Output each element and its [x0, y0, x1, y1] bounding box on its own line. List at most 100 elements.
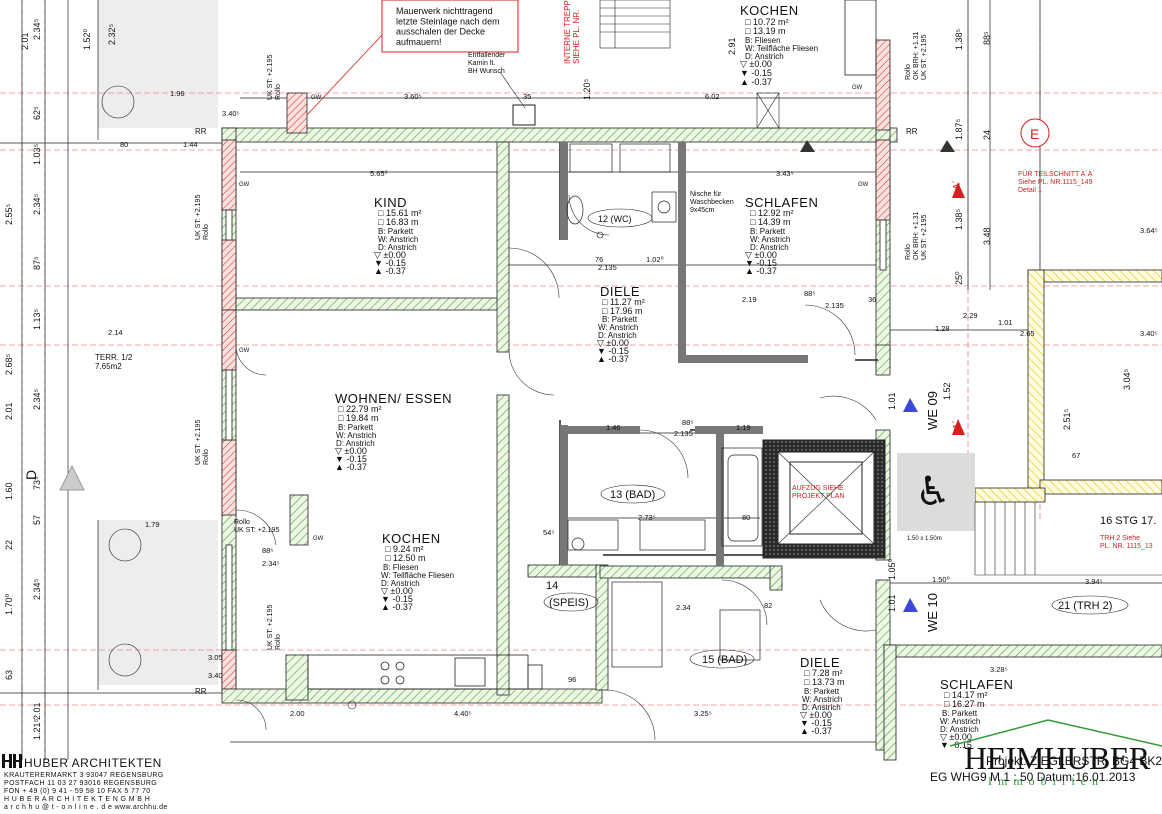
room-name: SCHLAFEN — [745, 195, 818, 210]
dimension-label: 3.48 — [982, 227, 992, 245]
dimension-label: 3.40 — [208, 671, 223, 680]
room-level: ▲ -0.37 — [745, 266, 777, 276]
room-diele-bottom: DIELE □ 7.28 m² □ 13.73 m B: Parkett W: … — [800, 655, 844, 736]
architect-company: H U B E R A R C H I T E K T E N G M B H — [4, 796, 151, 803]
dimension-label: 2.73⁵ — [638, 513, 656, 522]
dimension-label: 2.51⁵ — [1062, 408, 1072, 430]
room-level: ▲ -0.37 — [597, 354, 629, 364]
grid-label-d: D — [23, 470, 39, 480]
stair-label: 16 STG 17. — [1100, 515, 1156, 527]
dimension-label: 5.65⁰ — [370, 169, 388, 178]
room-area: □ 14.17 m² — [944, 690, 987, 700]
room-perimeter: □ 13.19 m — [745, 26, 785, 36]
rollo-label: UK ST: +2.195Rollo — [267, 605, 282, 650]
room-level: ▲ -0.37 — [381, 602, 413, 612]
dimension-label: 2.68⁵ — [4, 353, 14, 375]
dimension-label: 3.25⁵ — [694, 709, 712, 718]
lift-dims-label: 1.50 x 1.50m — [907, 536, 942, 542]
dimension-label: 35 — [523, 92, 531, 101]
dimension-label: 1.01 — [887, 392, 897, 410]
room-area: □ 7.28 m² — [804, 668, 842, 678]
dimension-label: 3.43⁵ — [776, 169, 794, 178]
rr-label: RR — [195, 127, 207, 136]
room-level: ▲ -0.37 — [800, 726, 832, 736]
windows — [225, 209, 887, 651]
wall-dark-strip — [695, 426, 763, 434]
room-level: ▽ ±0.00 — [381, 586, 413, 596]
gw-label: GW — [852, 85, 863, 91]
small-fixtures — [101, 85, 604, 710]
dimension-label: 1.52 — [942, 382, 952, 400]
gw-label: GW — [313, 536, 324, 542]
dimension-label: 88⁵ — [982, 31, 992, 45]
dimension-label: 1.13⁵ — [32, 308, 42, 330]
elevator-cross — [777, 451, 875, 545]
room-area: □ 10.72 m² — [745, 17, 788, 27]
dimension-label: 1.87⁵ — [954, 118, 964, 140]
wheelchair-icon: ♿ — [915, 470, 951, 514]
dimension-label: 1.70⁰ — [4, 593, 14, 615]
grid-marker-e — [1020, 118, 1050, 148]
room-finish: B: Fliesen — [745, 36, 781, 45]
dimension-label: 1.44 — [183, 140, 198, 149]
dimension-label: 67 — [1072, 451, 1080, 460]
wc-fixtures — [566, 143, 677, 225]
dimension-label: 80 — [120, 140, 128, 149]
room-finish: D: Anstrich — [598, 331, 637, 340]
dimension-label: 4.40⁵ — [454, 709, 472, 718]
dimension-label: 2.135 — [674, 429, 693, 438]
room-finish: D: Anstrich — [940, 725, 979, 734]
room-label-speis: (SPEIS) — [549, 597, 589, 609]
elevator-inner — [789, 461, 863, 535]
room-level: ▼ -0.15 — [740, 68, 772, 78]
dimension-label: 36 — [868, 295, 876, 304]
unit-label-we10: WE 10 — [925, 593, 940, 632]
dimension-label: 76 — [595, 255, 603, 264]
wall-dark-strip — [678, 355, 808, 363]
room-name: SCHLAFEN — [940, 677, 1013, 692]
room-kochen-bottom: KOCHEN □ 9.24 m² □ 12.50 m B: Fliesen W:… — [381, 531, 454, 612]
room-label-frame — [689, 649, 755, 669]
room-diele-top: DIELE □ 11.27 m² □ 17.96 m B: Parkett W:… — [597, 284, 645, 364]
room-name: WOHNEN/ ESSEN — [335, 391, 452, 406]
dimension-label: 1.20⁵ — [582, 78, 592, 100]
room-level: ▲ -0.37 — [335, 462, 367, 472]
gw-label: GW — [311, 95, 322, 101]
dimension-label: 6.02 — [705, 92, 720, 101]
dimension-label: 2.01 — [32, 702, 42, 720]
room-level: ▽ ±0.00 — [335, 446, 367, 456]
gw-label: GW — [239, 182, 250, 188]
dimension-label: 2.34⁵ — [32, 388, 42, 410]
room-kochen-top: KOCHEN □ 10.72 m² □ 13.19 m B: Fliesen W… — [740, 3, 818, 87]
wall-dark-strip — [716, 426, 724, 566]
dimension-label: 3.05 — [208, 653, 223, 662]
dimension-label: 1.79 — [145, 520, 160, 529]
dimension-label: 1.96 — [170, 89, 185, 98]
door-swings — [235, 194, 877, 741]
architect-logo-icon — [2, 754, 22, 768]
room-label-bad13: 13 (BAD) — [610, 489, 655, 501]
room-name: KIND — [374, 195, 407, 210]
dimension-label: 3.64⁵ — [1140, 226, 1158, 235]
client-logo-name: HEIMHUBER — [964, 740, 1150, 776]
room-level: ▽ ±0.00 — [940, 732, 972, 742]
dimension-label: 2.34⁵ — [32, 193, 42, 215]
room-label-frame — [600, 484, 666, 504]
room-area: □ 22.79 m² — [338, 404, 381, 414]
room-finish: B: Fliesen — [383, 563, 419, 572]
dimension-label: 88⁵ — [262, 546, 273, 555]
room-perimeter: □ 14.39 m — [750, 217, 790, 227]
dimension-label: 3.40⁵ — [1140, 329, 1158, 338]
dimension-label: 1.38⁵ — [954, 28, 964, 50]
room-name: KOCHEN — [740, 3, 799, 18]
rollo-label: UK ST: +2.195Rollo — [195, 420, 210, 465]
room-finish: W: Anstrich — [378, 235, 418, 244]
room-finish: B: Parkett — [942, 709, 978, 718]
dimension-label: 3.94⁵ — [1085, 577, 1103, 586]
room-finish: B: Parkett — [804, 687, 840, 696]
room-label-speis-num: 14 — [546, 580, 558, 592]
stairs-note: INTERNE TREPPESIEHE PL. NR. — [563, 0, 581, 64]
dimension-label: 82 — [764, 601, 772, 610]
wall-dark-strip — [560, 142, 568, 240]
